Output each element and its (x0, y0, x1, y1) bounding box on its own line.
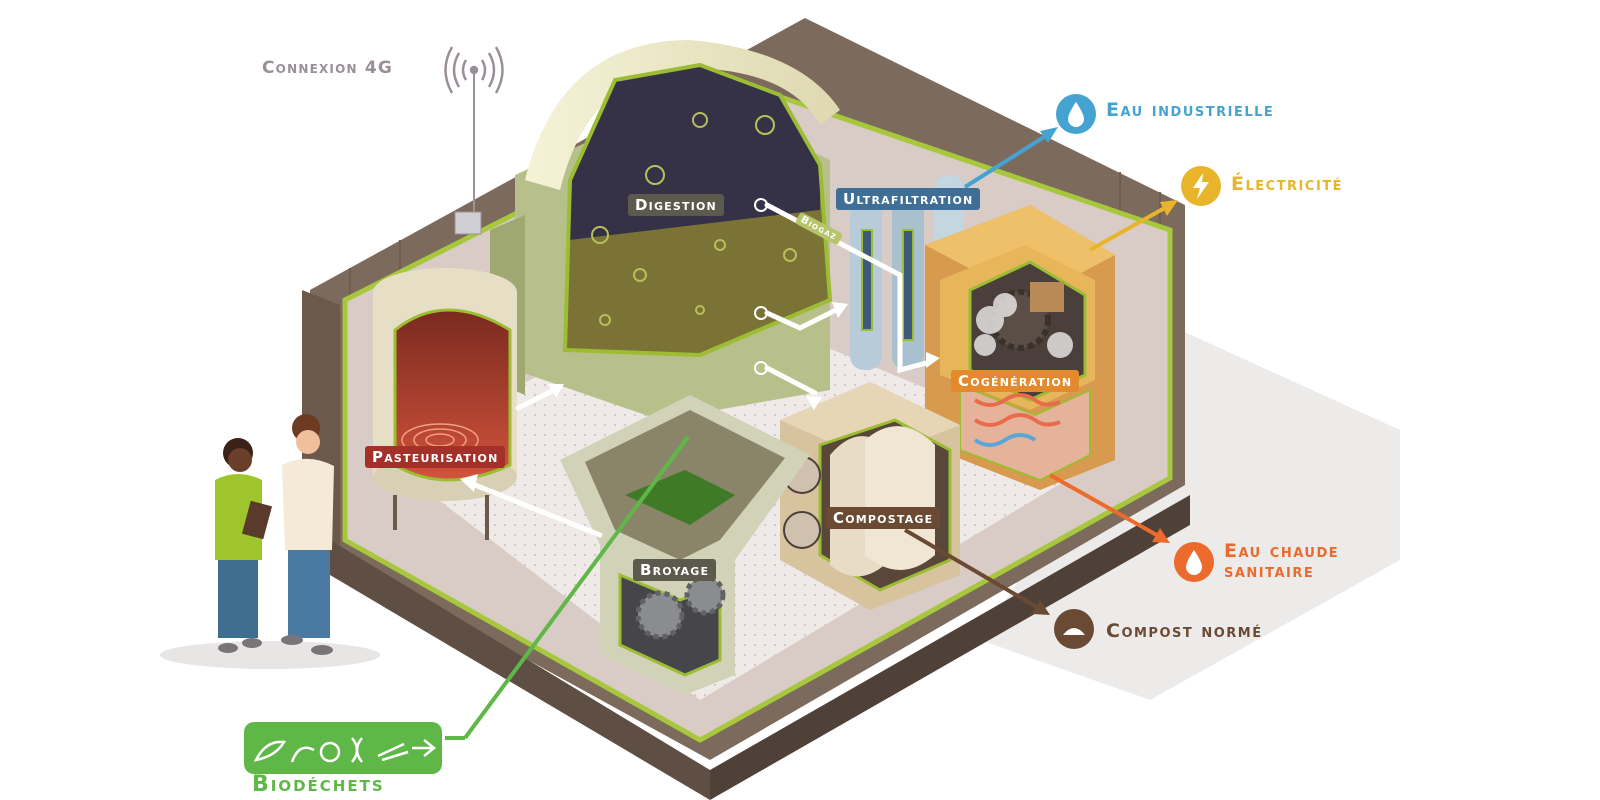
water-drop-icon (1056, 94, 1096, 134)
antenna-signal-icon (444, 46, 504, 94)
pasteurisation-label: Pasteurisation (365, 446, 506, 468)
ultrafiltration-label: Ultrafiltration (836, 188, 981, 210)
lightning-icon (1181, 166, 1221, 206)
compost-norme-label: Compost normé (1106, 620, 1263, 642)
output-arrows (445, 130, 1171, 740)
biodechets-label: Biodéchets (252, 772, 385, 797)
eau-industrielle-label: Eau industrielle (1106, 99, 1275, 121)
two-people (215, 414, 334, 655)
connexion-4g-label: Connexion 4G (262, 58, 394, 78)
compostage-unit (780, 382, 960, 610)
output-arrowheads (1032, 127, 1178, 615)
digestion-label: Digestion (628, 194, 724, 216)
hot-water-drop-icon (1174, 542, 1214, 582)
electricite-label: Électricité (1231, 173, 1344, 195)
broyage-label: Broyage (633, 559, 717, 581)
compost-pile-icon (1054, 609, 1094, 649)
flow-arrowheads (460, 302, 940, 492)
grinder-hopper (560, 395, 810, 695)
antenna (454, 70, 482, 235)
food-waste-icon (244, 722, 442, 774)
cogeneration-label: Cogénération (951, 370, 1080, 392)
cogeneration-unit (925, 205, 1115, 490)
eau-chaude-label-line2: sanitaire (1224, 560, 1315, 582)
compostage-label: Compostage (826, 507, 941, 529)
eau-chaude-label-line1: Eau chaude (1224, 540, 1340, 562)
